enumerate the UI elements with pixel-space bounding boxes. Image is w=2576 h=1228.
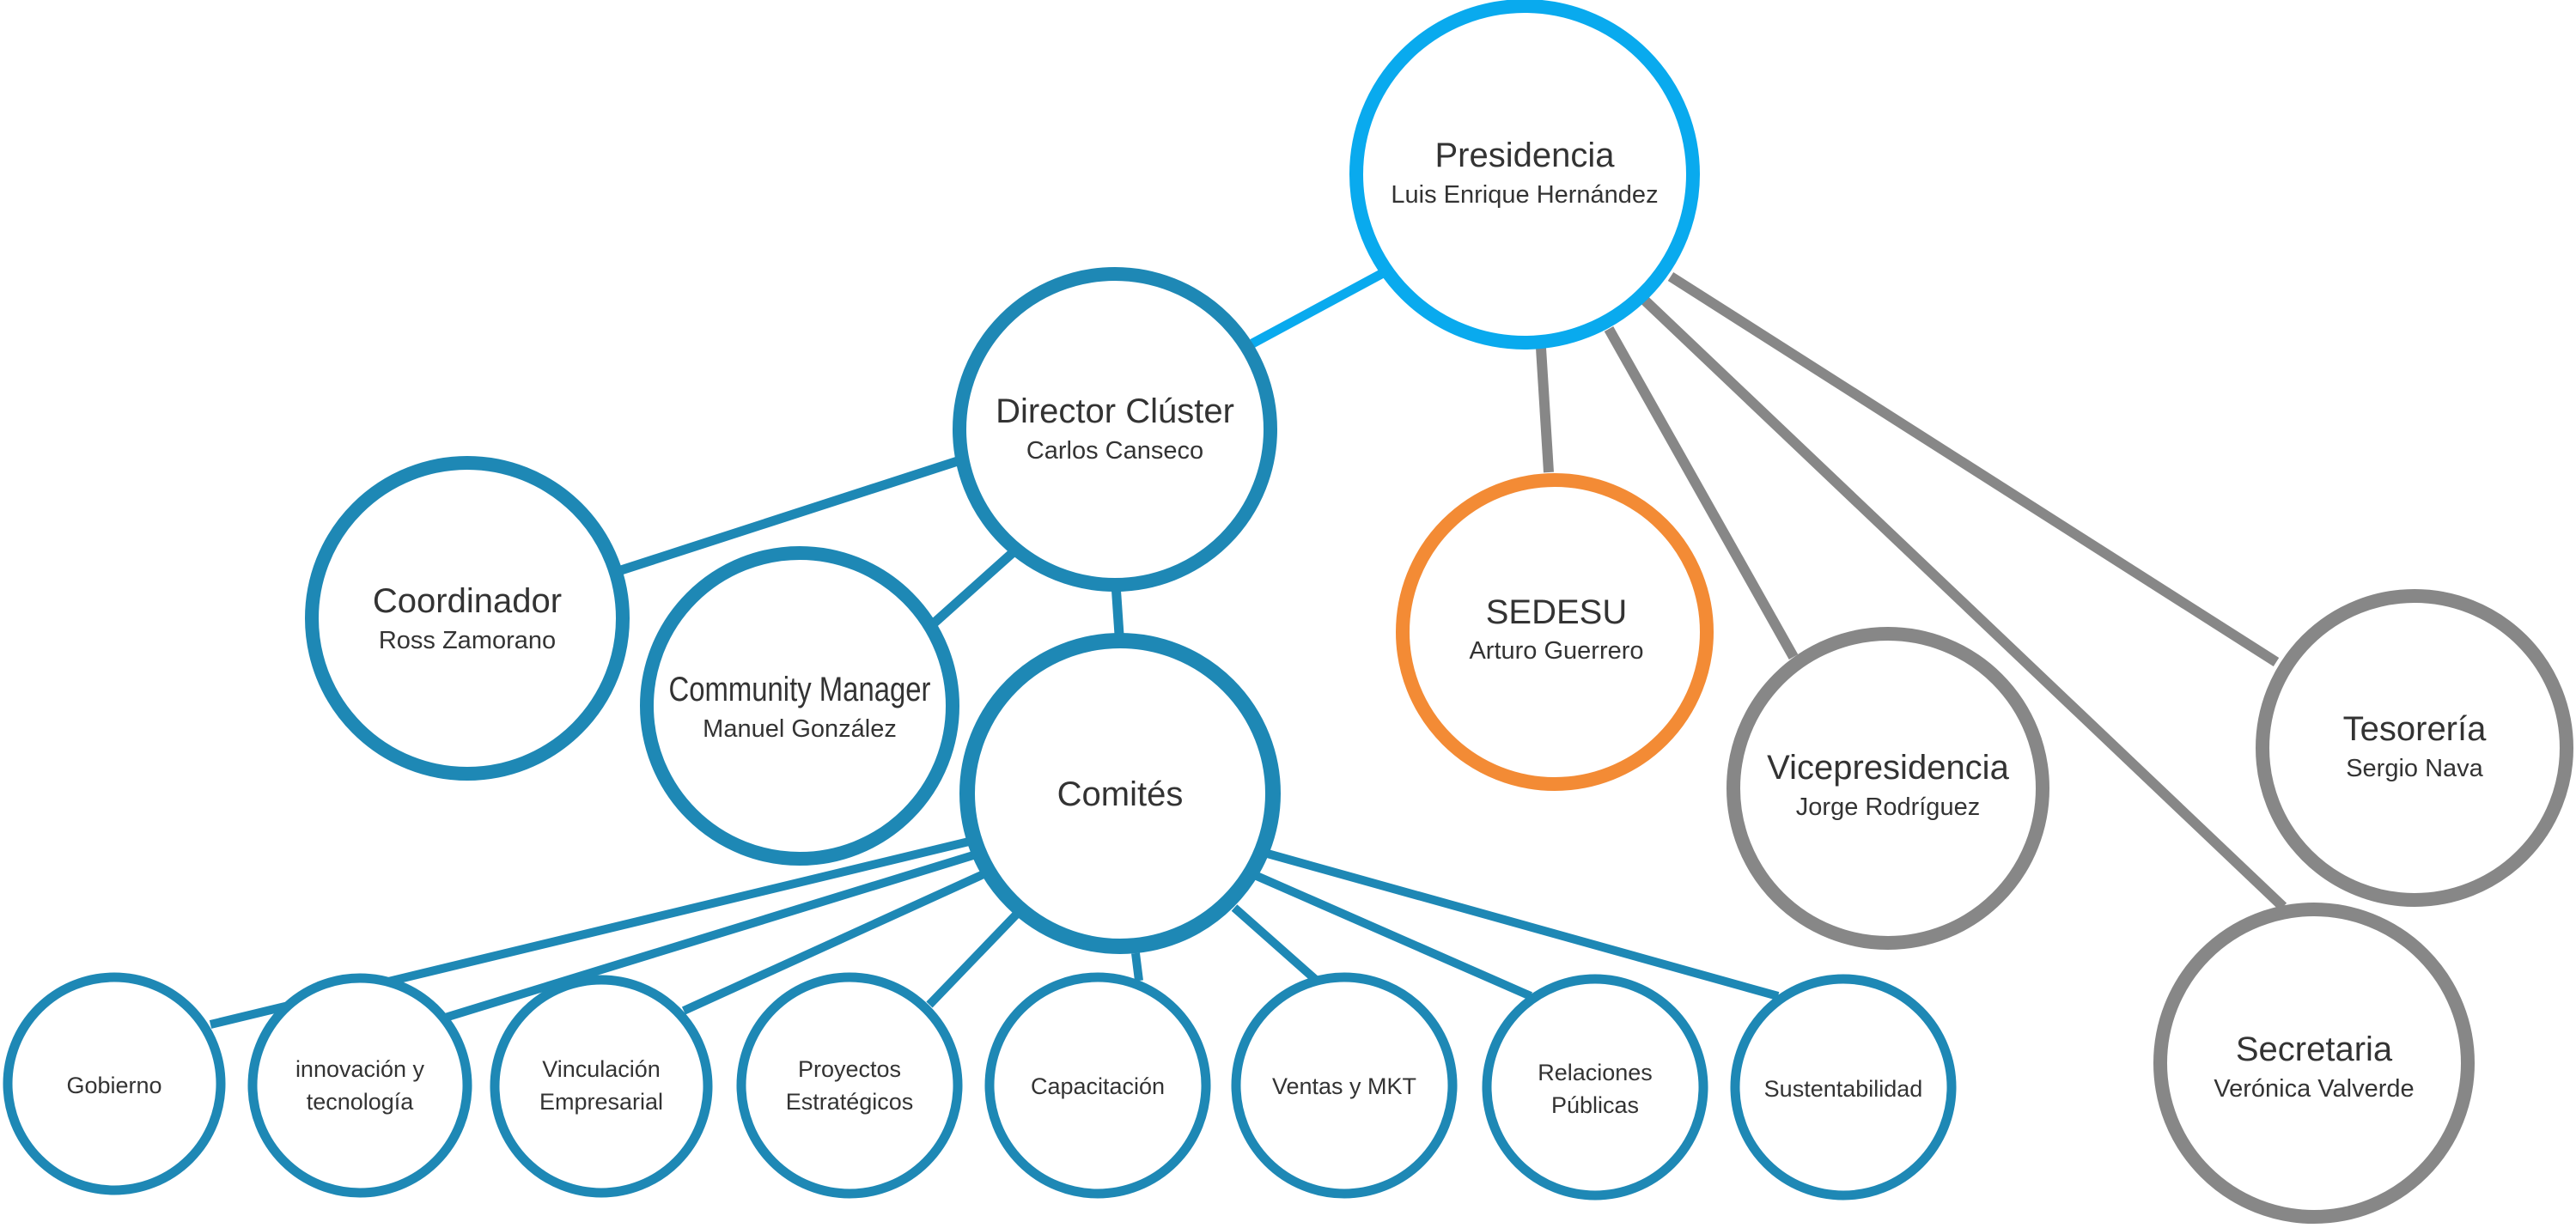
link-comites-capacitacion [1131, 952, 1143, 982]
link-presidencia-vicepresidencia [1604, 326, 1799, 660]
node-vicepresidencia: Vicepresidencia Jorge Rodríguez [1726, 627, 2049, 950]
committee-ventas-label: Ventas y MKT [1272, 1073, 1416, 1099]
node-secretaria: Secretaria Verónica Valverde [2153, 903, 2475, 1224]
node-coordinador: Coordinador Ross Zamorano [305, 456, 630, 781]
link-comites-sustentabilidad [1263, 848, 1780, 1000]
committee-gobierno: Gobierno [3, 972, 226, 1195]
committee-vinculacion: Vinculación Empresarial [490, 975, 713, 1198]
node-sedesu: SEDESU Arturo Guerrero [1396, 473, 1714, 791]
node-secretaria-circle [2153, 903, 2475, 1224]
node-secretaria-name: Verónica Valverde [2214, 1075, 2414, 1103]
link-presidencia-sedesu [1536, 347, 1554, 473]
node-vicepresidencia-title: Vicepresidencia [1767, 749, 2009, 787]
committee-vinculacion-label-2: Empresarial [539, 1089, 663, 1115]
committee-relaciones: Relaciones Públicas [1482, 974, 1708, 1201]
committee-sustentabilidad-circle [1730, 974, 1957, 1201]
node-director-circle [953, 267, 1277, 592]
node-secretaria-title: Secretaria [2236, 1030, 2393, 1068]
node-tesoreria: Tesorería Sergio Nava [2256, 589, 2573, 907]
node-coordinador-title: Coordinador [373, 582, 562, 620]
committee-sustentabilidad: Sustentabilidad [1730, 974, 1957, 1201]
node-coordinador-circle [305, 456, 630, 781]
committee-ventas-circle [1231, 972, 1458, 1199]
link-comites-vinculacion [681, 870, 986, 1015]
committee-vinculacion-circle [490, 975, 713, 1198]
node-presidencia-title: Presidencia [1434, 137, 1615, 174]
node-vicepresidencia-circle [1726, 627, 2049, 950]
committee-gobierno-circle [3, 972, 226, 1195]
link-director-comites [1111, 583, 1124, 635]
committee-ventas: Ventas y MKT [1231, 972, 1458, 1199]
node-comites-title: Comités [1057, 775, 1184, 813]
node-sedesu-circle [1396, 473, 1714, 791]
committee-capacitacion-label: Capacitación [1031, 1073, 1165, 1099]
committee-gobierno-label: Gobierno [66, 1073, 161, 1098]
node-comites-circle [959, 633, 1281, 954]
node-presidencia-circle [1349, 0, 1700, 350]
node-director-name: Carlos Canseco [1026, 437, 1203, 465]
node-community-name: Manuel González [703, 715, 897, 743]
node-tesoreria-circle [2256, 589, 2573, 907]
node-director-title: Director Clúster [996, 392, 1234, 430]
committee-relaciones-circle [1482, 974, 1708, 1201]
committee-proyectos: Proyectos Estratégicos [736, 972, 963, 1199]
node-community-circle [640, 546, 959, 866]
node-sedesu-name: Arturo Guerrero [1469, 637, 1643, 665]
node-director: Director Clúster Carlos Canseco [953, 267, 1277, 592]
link-presidencia-tesoreria [1667, 271, 2280, 667]
committee-relaciones-label-2: Públicas [1551, 1092, 1639, 1118]
committee-innovacion-label-2: tecnología [307, 1089, 415, 1115]
link-presidencia-director [1250, 269, 1385, 348]
node-presidencia: Presidencia Luis Enrique Hernández [1349, 0, 1700, 350]
node-presidencia-name: Luis Enrique Hernández [1391, 181, 1658, 209]
link-comites-proyectos [926, 909, 1021, 1008]
committee-proyectos-circle [736, 972, 963, 1199]
committee-relaciones-label-1: Relaciones [1538, 1060, 1653, 1085]
link-director-community [931, 545, 1020, 627]
node-comites: Comités [959, 633, 1281, 954]
committee-innovacion: innovación y tecnología [247, 973, 472, 1198]
node-coordinador-name: Ross Zamorano [379, 627, 556, 654]
committee-vinculacion-label-1: Vinculación [542, 1056, 661, 1082]
node-tesoreria-title: Tesorería [2343, 710, 2487, 748]
committee-sustentabilidad-label: Sustentabilidad [1764, 1076, 1923, 1102]
link-presidencia-secretaria [1638, 294, 2287, 911]
link-comites-ventas [1231, 904, 1320, 984]
committee-capacitacion-circle [984, 972, 1211, 1199]
node-community: Community Manager Manuel González [640, 546, 959, 866]
node-vicepresidencia-name: Jorge Rodríguez [1796, 793, 1980, 821]
connectors [209, 269, 2287, 1029]
node-sedesu-title: SEDESU [1486, 593, 1628, 631]
node-community-title: Community Manager [669, 671, 931, 708]
link-comites-relaciones [1254, 872, 1533, 1000]
committee-innovacion-circle [247, 973, 472, 1198]
link-comites-innovacion [441, 851, 975, 1023]
committee-innovacion-label-1: innovación y [295, 1056, 425, 1082]
committee-proyectos-label-2: Estratégicos [786, 1089, 914, 1115]
committee-capacitacion: Capacitación [984, 972, 1211, 1199]
committee-proyectos-label-1: Proyectos [798, 1056, 901, 1082]
node-tesoreria-name: Sergio Nava [2346, 755, 2483, 782]
link-director-coordinador [619, 454, 965, 575]
